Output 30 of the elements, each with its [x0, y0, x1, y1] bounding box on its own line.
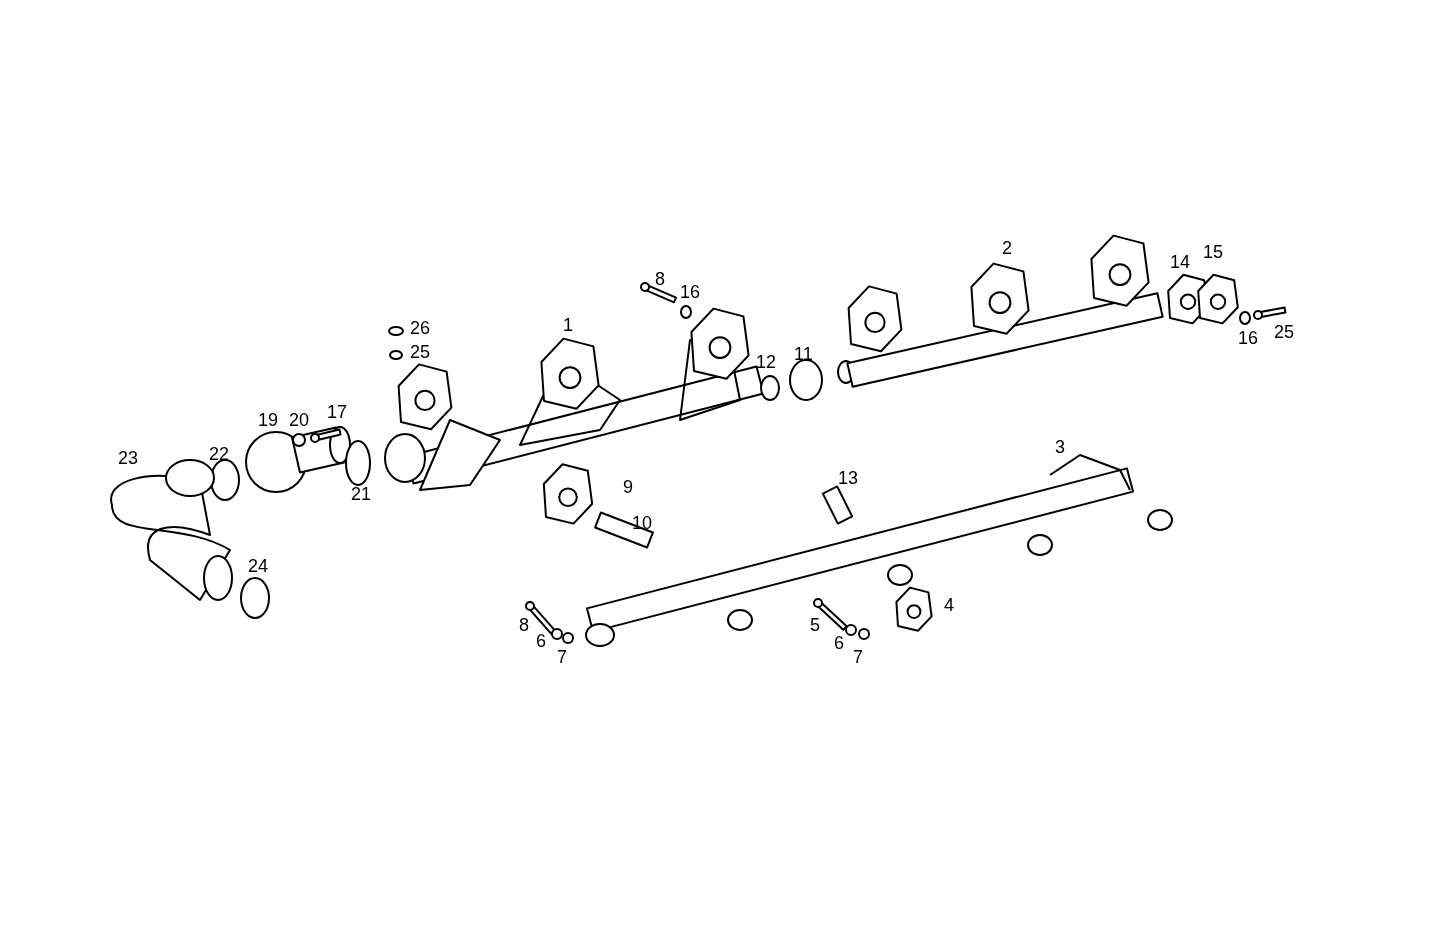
callout-number: 13 — [838, 468, 859, 488]
callout-number: 23 — [118, 448, 139, 468]
callout-number: 8 — [655, 269, 665, 289]
callout-number: 6 — [834, 633, 844, 653]
callout-number: 6 — [536, 631, 546, 651]
callout-number: 14 — [1170, 252, 1191, 272]
callout-number: 7 — [853, 647, 863, 667]
callout-number: 25 — [410, 342, 431, 362]
callout-number: 16 — [680, 282, 701, 302]
callout-number: 4 — [944, 595, 954, 615]
callout-number: 22 — [209, 444, 230, 464]
callout-number: 16 — [1238, 328, 1259, 348]
callout-number: 9 — [623, 477, 633, 497]
callout-number: 20 — [289, 410, 310, 430]
callout-number: 1 — [563, 315, 573, 335]
callout-number: 2 — [1002, 238, 1012, 258]
callout-number: 10 — [632, 513, 653, 533]
callout-number: 7 — [557, 647, 567, 667]
callout-number: 19 — [258, 410, 279, 430]
callout-number: 24 — [248, 556, 269, 576]
callout-number: 11 — [794, 344, 813, 364]
callout-number: 5 — [810, 615, 820, 635]
callout-number: 21 — [351, 484, 372, 504]
callout-number: 12 — [756, 352, 777, 372]
callout-number: 26 — [410, 318, 431, 338]
callout-number: 15 — [1203, 242, 1224, 262]
callout-number: 8 — [519, 615, 529, 635]
callout-number: 3 — [1055, 437, 1065, 457]
callout-number: 25 — [1274, 322, 1295, 342]
callout-number: 17 — [327, 402, 348, 422]
